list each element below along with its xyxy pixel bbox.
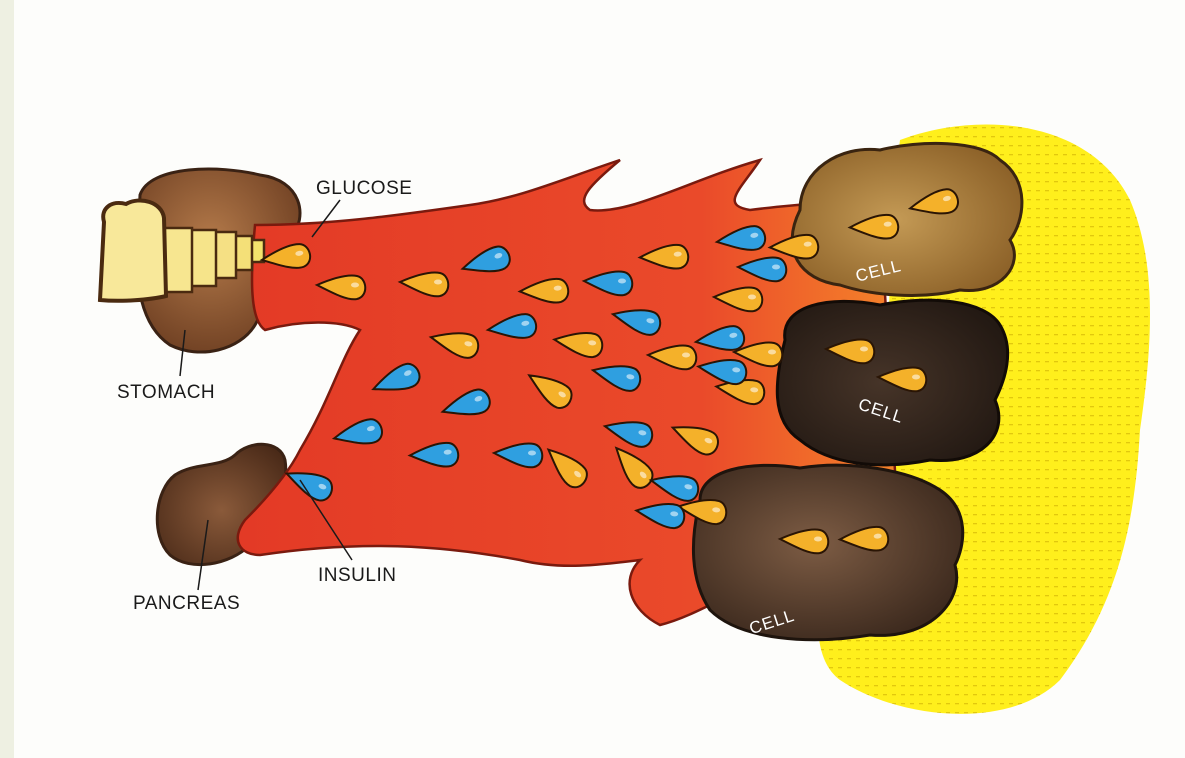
glucose-label: GLUCOSE	[316, 178, 412, 200]
pancreas-label: PANCREAS	[133, 593, 240, 615]
insulin-label: INSULIN	[318, 565, 396, 587]
stomach-label: STOMACH	[117, 382, 215, 404]
cell-body-1	[792, 143, 1022, 295]
cell-body-3	[693, 465, 962, 639]
